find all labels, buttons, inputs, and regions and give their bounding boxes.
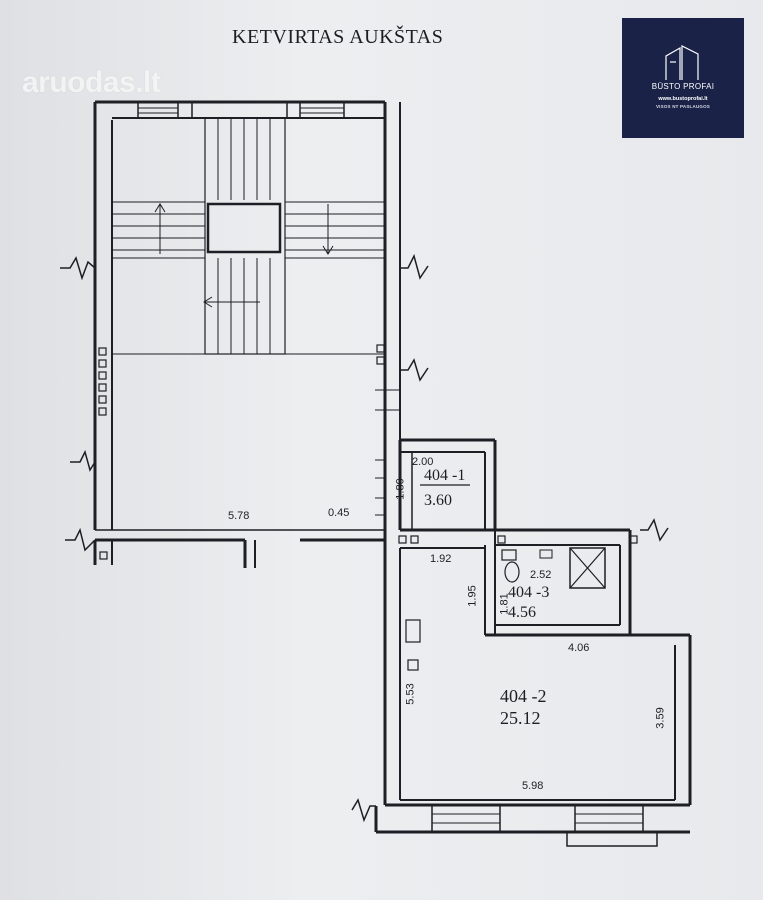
dim-stair-gap: 0.45 [328, 507, 350, 519]
page-title: KETVIRTAS AUKŠTAS [232, 26, 444, 48]
room-404-3-area: 4.56 [508, 604, 536, 621]
dim-r2-bottom: 5.98 [522, 780, 544, 792]
busto-profai-logo: BŪSTO PROFAI www.bustoprofai.lt VISOS NT… [622, 18, 744, 138]
room-404-2-id: 404 -2 [500, 686, 547, 706]
dim-hall-width: 1.92 [430, 553, 452, 565]
dim-r1-height: 1.80 [394, 478, 407, 500]
dim-hall-height: 1.95 [466, 585, 479, 607]
building-logo-icon [665, 45, 699, 80]
logo-name: BŪSTO PROFAI [651, 82, 715, 91]
logo-tagline: VISOS NT PASLAUGOS [655, 104, 711, 109]
room-404-1-area: 3.60 [424, 492, 452, 509]
room-404-1-id: 404 -1 [424, 467, 466, 484]
dim-r2-left: 5.53 [404, 683, 417, 705]
room-404-3-id: 404 -3 [508, 584, 550, 601]
dim-stair-width: 5.78 [228, 510, 250, 522]
room-404-2-area: 25.12 [500, 708, 541, 728]
aruodas-watermark: aruodas.lt [22, 66, 161, 99]
dim-r2-top: 4.06 [568, 642, 590, 654]
logo-url: www.bustoprofai.lt [658, 96, 708, 102]
dim-r3-width: 2.52 [530, 569, 552, 581]
dim-r1-width: 2.00 [412, 456, 434, 468]
dim-r2-right: 3.59 [654, 707, 667, 729]
